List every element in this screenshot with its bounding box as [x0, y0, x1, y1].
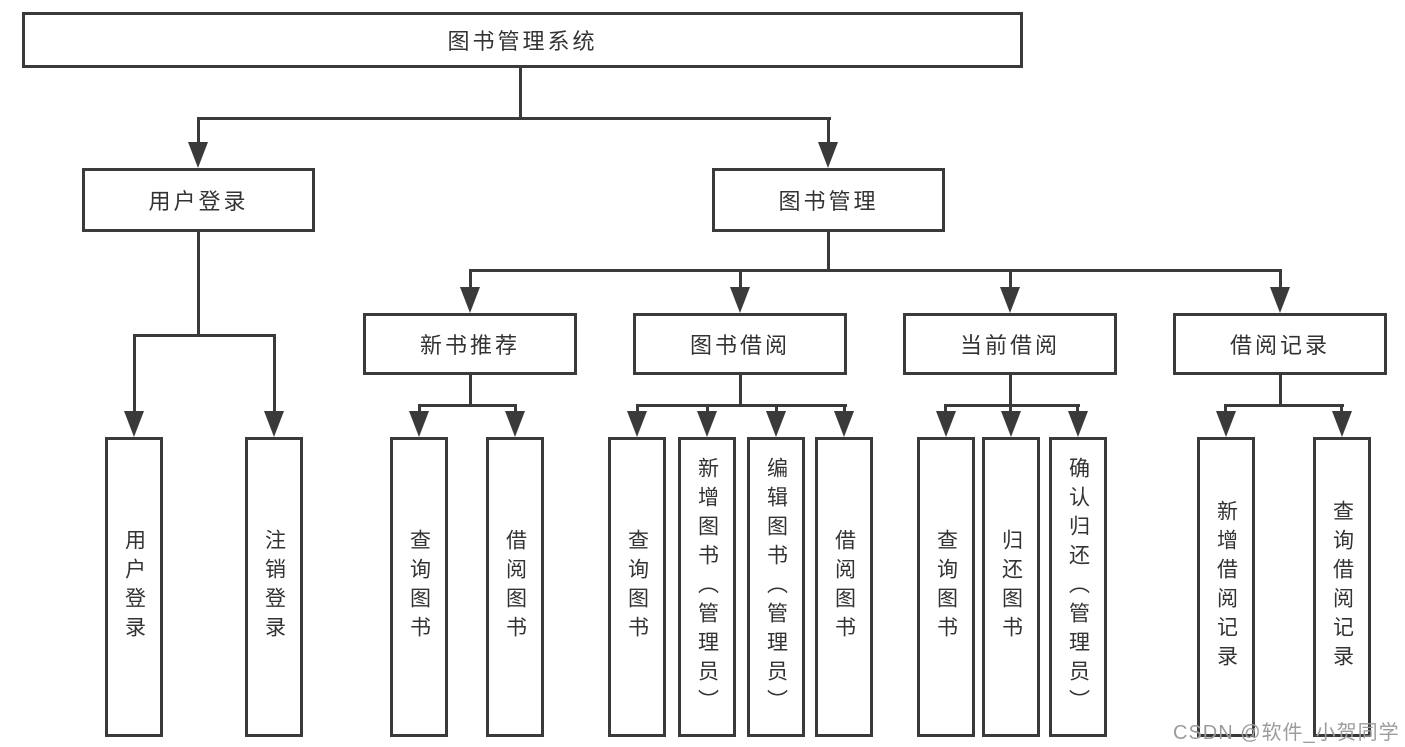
arrowhead-down-icon [834, 411, 854, 437]
leaf-label: 注销登录 [262, 529, 286, 645]
v-line [739, 375, 742, 406]
arrowhead-down-icon [766, 411, 786, 437]
leaf-confirm-return-admin: 确认归还（管理员） [1049, 437, 1107, 737]
leaf-add-book-admin: 新增图书（管理员） [678, 437, 736, 737]
arrowhead-down-icon [188, 142, 208, 168]
leaf-add-borrow-record: 新增借阅记录 [1197, 437, 1255, 737]
v-line [827, 232, 830, 272]
leaf-query-borrow-record: 查询借阅记录 [1313, 437, 1371, 737]
v-line [418, 406, 421, 413]
arrowhead-down-icon [460, 287, 480, 313]
arrowhead-down-icon [697, 411, 717, 437]
v-line [514, 406, 517, 413]
v-line [944, 406, 947, 413]
arrowhead-down-icon [730, 287, 750, 313]
csdn-watermark: CSDN @软件_小贺同学 [1173, 722, 1400, 744]
v-line [197, 232, 200, 336]
leaf-label: 新增借阅记录 [1214, 500, 1238, 674]
v-line [843, 406, 846, 413]
v-line [1009, 271, 1012, 289]
arrowhead-down-icon [409, 411, 429, 437]
h-line [1224, 404, 1344, 407]
v-line [133, 336, 136, 413]
arrowhead-down-icon [1332, 411, 1352, 437]
v-line [273, 336, 276, 413]
leaf-label: 查询图书 [934, 529, 958, 645]
arrowhead-down-icon [1270, 287, 1290, 313]
leaf-label: 编辑图书（管理员） [764, 456, 788, 718]
leaf-return-book: 归还图书 [982, 437, 1040, 737]
node-borrow-record: 借阅记录 [1173, 313, 1387, 375]
leaf-label: 用户登录 [122, 529, 146, 645]
node-label: 图书管理系统 [447, 29, 598, 54]
leaf-user-login: 用户登录 [105, 437, 163, 737]
arrowhead-down-icon [1001, 411, 1021, 437]
leaf-label: 查询图书 [407, 529, 431, 645]
leaf-label: 借阅图书 [832, 529, 856, 645]
leaf-label: 新增图书（管理员） [695, 456, 719, 718]
v-line [1009, 406, 1012, 413]
h-line [418, 404, 517, 407]
arrowhead-down-icon [124, 411, 144, 437]
leaf-label: 归还图书 [999, 529, 1023, 645]
arrowhead-down-icon [627, 411, 647, 437]
v-line [636, 406, 639, 413]
h-line [944, 404, 1080, 407]
node-book-borrow: 图书借阅 [633, 313, 847, 375]
v-line [706, 406, 709, 413]
arrowhead-down-icon [1000, 287, 1020, 313]
leaf-borrow-books: 借阅图书 [815, 437, 873, 737]
v-line [519, 68, 522, 120]
v-line [1224, 406, 1227, 413]
v-line [1340, 406, 1343, 413]
arrowhead-down-icon [818, 142, 838, 168]
node-label: 图书借阅 [689, 333, 790, 358]
node-book-management: 图书管理 [712, 168, 945, 232]
leaf-borrow-books-recommend: 借阅图书 [486, 437, 544, 737]
v-line [1009, 375, 1012, 406]
leaf-label: 确认归还（管理员） [1066, 456, 1090, 718]
leaf-edit-book-admin: 编辑图书（管理员） [747, 437, 805, 737]
arrowhead-down-icon [1068, 411, 1088, 437]
arrowhead-down-icon [1216, 411, 1236, 437]
leaf-query-books-recommend: 查询图书 [390, 437, 448, 737]
arrowhead-down-icon [936, 411, 956, 437]
node-label: 图书管理 [778, 189, 879, 214]
node-label: 新书推荐 [419, 333, 520, 358]
leaf-logout: 注销登录 [245, 437, 303, 737]
h-line [197, 117, 831, 120]
v-line [827, 119, 830, 145]
node-label: 借阅记录 [1229, 333, 1330, 358]
leaf-label: 借阅图书 [503, 529, 527, 645]
node-root-system: 图书管理系统 [22, 12, 1023, 68]
leaf-label: 查询借阅记录 [1330, 500, 1354, 674]
leaf-query-books-borrow: 查询图书 [608, 437, 666, 737]
v-line [739, 271, 742, 289]
node-current-borrow: 当前借阅 [903, 313, 1117, 375]
leaf-label: 查询图书 [625, 529, 649, 645]
v-line [1076, 406, 1079, 413]
v-line [197, 119, 200, 145]
node-user-login: 用户登录 [82, 168, 315, 232]
arrowhead-down-icon [264, 411, 284, 437]
node-label: 用户登录 [148, 189, 249, 214]
node-label: 当前借阅 [959, 333, 1060, 358]
v-line [469, 375, 472, 406]
arrowhead-down-icon [505, 411, 525, 437]
node-new-book-recommend: 新书推荐 [363, 313, 577, 375]
h-line [469, 269, 1282, 272]
v-line [775, 406, 778, 413]
leaf-query-books-current: 查询图书 [917, 437, 975, 737]
h-line [636, 404, 847, 407]
v-line [469, 271, 472, 289]
v-line [1279, 375, 1282, 406]
h-line [133, 334, 276, 337]
v-line [1279, 271, 1282, 289]
